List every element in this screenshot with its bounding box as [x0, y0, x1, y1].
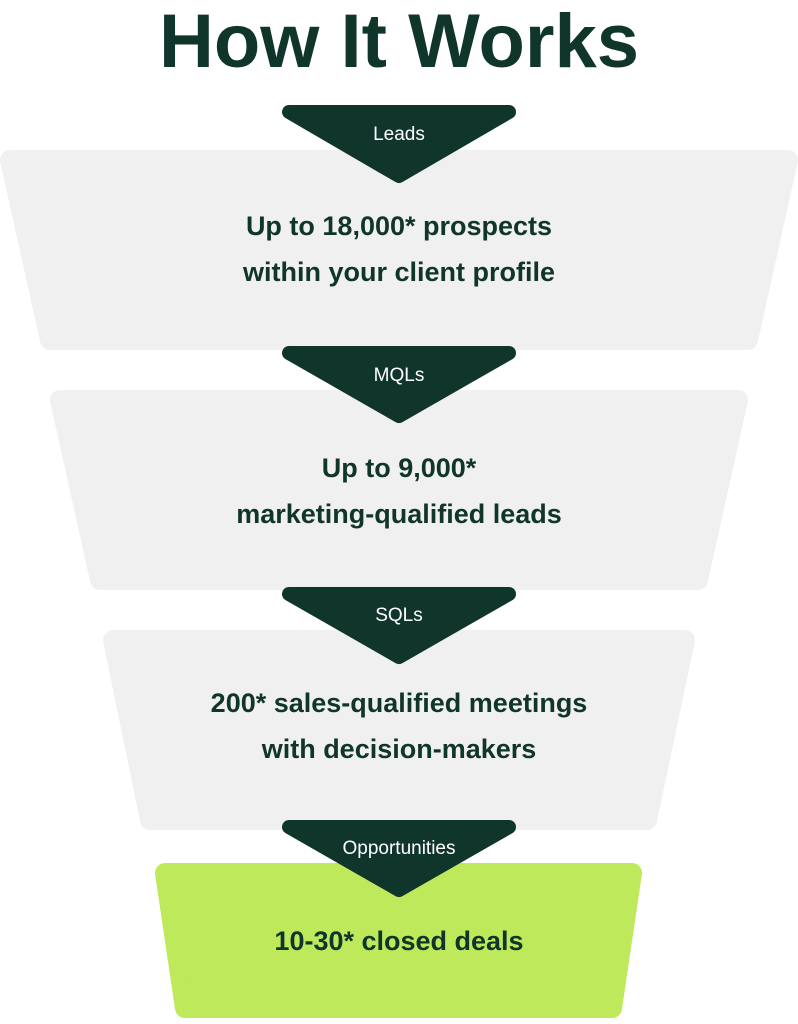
stage-line: with decision-makers [261, 734, 537, 764]
arrow-opportunities-icon [282, 820, 516, 897]
stage-line: marketing-qualified leads [236, 499, 562, 529]
page-title: How It Works [159, 0, 639, 84]
stage-text-leads: Up to 18,000* prospects within your clie… [0, 203, 798, 295]
stage-text-mqls: Up to 9,000* marketing-qualified leads [0, 445, 798, 537]
funnel-stage-mqls [50, 390, 748, 590]
stage-line: 200* sales-qualified meetings [210, 688, 588, 718]
stage-label-leads: Leads [373, 124, 425, 145]
arrow-leads-icon [282, 105, 516, 183]
stage-line: within your client profile [242, 257, 556, 287]
stage-label-sqls: SQLs [375, 605, 423, 626]
stage-line: Up to 9,000* [321, 453, 477, 483]
funnel-stage-sqls [103, 630, 695, 830]
funnel-stage-opportunities [155, 863, 642, 1018]
funnel-stage-leads [0, 150, 798, 350]
stage-label-opportunities: Opportunities [342, 838, 456, 859]
stage-line: Up to 18,000* prospects [245, 211, 553, 241]
arrow-sqls-icon [282, 587, 516, 664]
stage-text-sqls: 200* sales-qualified meetings with decis… [0, 680, 798, 772]
stage-line: 10-30* closed deals [274, 926, 524, 956]
stage-text-opportunities: 10-30* closed deals [0, 918, 798, 964]
arrow-mqls-icon [282, 346, 516, 423]
stage-label-mqls: MQLs [373, 365, 425, 386]
